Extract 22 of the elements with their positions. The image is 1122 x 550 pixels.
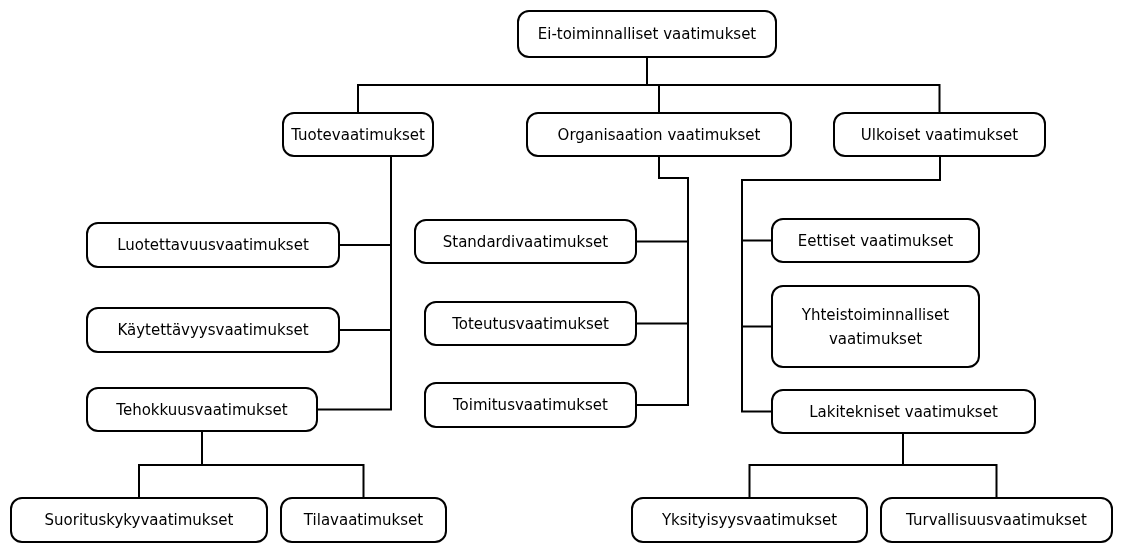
requirement-box: Tehokkuusvaatimukset — [86, 387, 318, 432]
requirement-box: Standardivaatimukset — [414, 219, 637, 264]
connector-line — [201, 431, 365, 498]
requirement-box: Toteutusvaatimukset — [424, 301, 637, 346]
connector-line — [646, 57, 941, 113]
requirement-box: Toimitusvaatimukset — [424, 382, 637, 428]
requirement-box: Käytettävyysvaatimukset — [86, 307, 340, 353]
requirement-box: Luotettavuusvaatimukset — [86, 222, 340, 268]
requirement-box: Ulkoiset vaatimukset — [833, 112, 1046, 157]
requirement-box: Lakitekniset vaatimukset — [771, 389, 1036, 434]
connector-line — [317, 156, 392, 411]
connector-line — [902, 433, 998, 498]
requirement-box: Ei-toiminnalliset vaatimukset — [517, 10, 777, 58]
requirement-box: Organisaation vaatimukset — [526, 112, 792, 157]
requirement-box: Suorituskykyvaatimukset — [10, 497, 268, 543]
requirement-box: Tilavaatimukset — [280, 497, 447, 543]
requirement-box: Turvallisuusvaatimukset — [880, 497, 1113, 543]
requirement-box: Eettiset vaatimukset — [771, 218, 980, 263]
requirement-box: Yksityisyysvaatimukset — [631, 497, 868, 543]
connector-line — [636, 156, 689, 406]
requirement-box: Tuotevaatimukset — [282, 112, 434, 157]
requirement-box: Yhteistoiminnalliset vaatimukset — [771, 285, 980, 368]
